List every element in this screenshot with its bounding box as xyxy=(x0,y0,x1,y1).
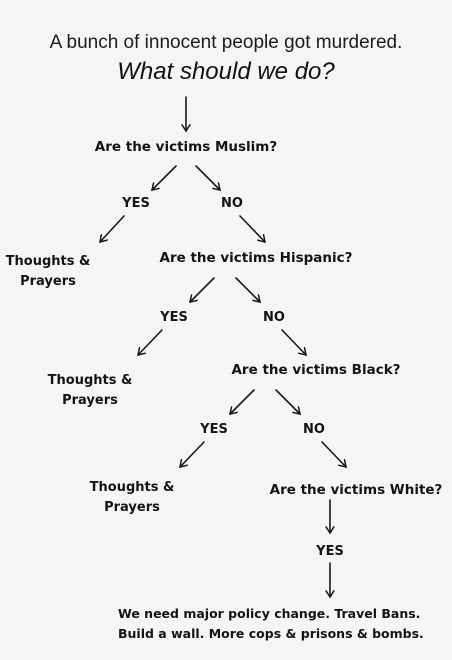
arrow-yes1-thoughts xyxy=(100,215,125,242)
yes-label-2: YES xyxy=(160,310,188,325)
arrow-q3-yes xyxy=(230,389,255,414)
arrow-yes3-thoughts xyxy=(180,441,205,467)
final-line-1: We need major policy change. Travel Bans… xyxy=(118,606,421,621)
heading: A bunch of innocent people got murdered. xyxy=(49,32,403,53)
prayers-line: Prayers xyxy=(20,274,76,289)
question-black: Are the victims Black? xyxy=(231,362,401,378)
final-outcome: We need major policy change. Travel Bans… xyxy=(118,604,424,644)
arrow-no3-q4 xyxy=(321,441,346,467)
subheading: What should we do? xyxy=(117,58,335,85)
arrow-q2-no xyxy=(235,277,260,302)
thoughts-line: Thoughts & xyxy=(5,254,91,269)
final-line-2: Build a wall. More cops & prisons & bomb… xyxy=(118,626,424,641)
no-label-1: NO xyxy=(221,196,243,211)
arrow-no2-q3 xyxy=(281,329,306,355)
thoughts-prayers-3: Thoughts & Prayers xyxy=(90,478,175,518)
arrow-q1-yes xyxy=(152,165,177,190)
arrow-no1-q2 xyxy=(239,215,265,242)
thoughts-prayers-1: Thoughts & Prayers xyxy=(6,252,91,292)
no-label-3: NO xyxy=(303,422,325,437)
prayers-line: Prayers xyxy=(62,393,118,408)
yes-label-3: YES xyxy=(200,422,228,437)
arrow-q3-no xyxy=(275,389,300,414)
question-hispanic: Are the victims Hispanic? xyxy=(159,250,353,266)
question-white: Are the victims White? xyxy=(269,482,443,498)
yes-label-1: YES xyxy=(122,196,150,211)
arrow-q1-no xyxy=(195,165,220,190)
yes-label-4: YES xyxy=(316,544,344,559)
thoughts-line: Thoughts & xyxy=(47,373,133,388)
arrow-q2-yes xyxy=(190,277,215,302)
prayers-line: Prayers xyxy=(104,500,160,515)
question-muslim: Are the victims Muslim? xyxy=(94,139,278,155)
thoughts-prayers-2: Thoughts & Prayers xyxy=(48,371,133,411)
arrow-yes2-thoughts xyxy=(138,329,163,355)
no-label-2: NO xyxy=(263,310,285,325)
thoughts-line: Thoughts & xyxy=(89,480,175,495)
